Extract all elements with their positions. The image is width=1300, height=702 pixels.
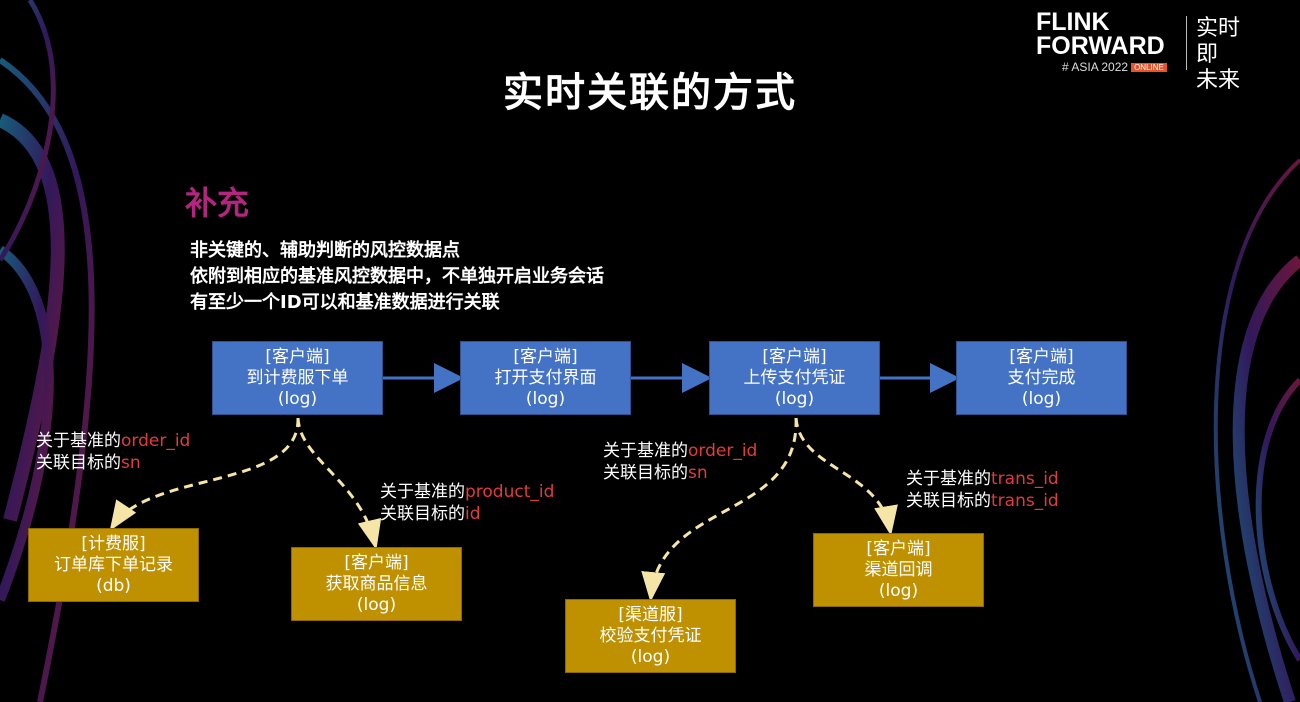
box-label: 获取商品信息 [325, 573, 428, 594]
box-tag: [客户端] [265, 346, 330, 367]
logo-line2: FORWARD [1036, 32, 1165, 60]
logo-divider [1186, 16, 1187, 70]
logo-online-badge: ONLINE [1131, 63, 1167, 73]
relation-arrow [641, 417, 798, 602]
slide-title: 实时关联的方式 [503, 70, 797, 116]
note-id: trans_id [991, 491, 1059, 511]
box-label: 上传支付凭证 [743, 367, 846, 388]
box-type: (log) [774, 388, 815, 409]
box-tag: [客户端] [1009, 346, 1074, 367]
box-tag: [客户端] [513, 346, 578, 367]
note-prefix: 关于基准的 [603, 441, 688, 461]
logo-slogan: 实时即 未来 [1196, 16, 1256, 94]
note-id: trans_id [991, 469, 1059, 489]
logo-slogan-line1: 实时即 [1196, 16, 1241, 67]
box-label: 校验支付凭证 [599, 625, 702, 646]
bullet-item: 依附到相应的基准风控数据中，不单独开启业务会话 [190, 266, 604, 287]
supplement-box-product-info: [客户端] 获取商品信息 (log) [291, 547, 462, 621]
note-line1: 关于基准的trans_id [906, 468, 1059, 490]
note-id: id [465, 504, 481, 524]
note-prefix: 关联目标的 [603, 463, 688, 483]
logo-event-text: # ASIA 2022 [1062, 60, 1129, 74]
box-type: (log) [878, 580, 919, 601]
box-type: (log) [630, 646, 671, 667]
box-label: 支付完成 [1007, 367, 1076, 388]
logo-line1: FLINK [1036, 8, 1110, 36]
note-line1: 关于基准的order_id [36, 430, 190, 452]
relation-arrow [296, 417, 382, 550]
flow-box-payment-done: [客户端] 支付完成 (log) [956, 341, 1127, 415]
relation-note: 关于基准的product_id 关联目标的id [380, 481, 554, 525]
box-type: (log) [525, 388, 566, 409]
box-label: 打开支付界面 [494, 367, 597, 388]
box-tag: [客户端] [344, 552, 409, 573]
supplement-box-channel-callback: [客户端] 渠道回调 (log) [813, 533, 984, 607]
box-tag: [计费服] [81, 533, 146, 554]
note-line1: 关于基准的product_id [380, 481, 554, 503]
supplement-box-order-db: [计费服] 订单库下单记录 (db) [28, 528, 199, 602]
note-line2: 关联目标的trans_id [906, 490, 1059, 512]
note-id: product_id [465, 482, 555, 502]
relation-note: 关于基准的order_id 关联目标的sn [36, 430, 190, 474]
box-type: (log) [1021, 388, 1062, 409]
flow-box-place-order: [客户端] 到计费服下单 (log) [212, 341, 383, 415]
bullet-item: 有至少一个ID可以和基准数据进行关联 [190, 292, 500, 313]
box-label: 渠道回调 [864, 559, 933, 580]
note-line2: 关联目标的sn [603, 462, 757, 484]
box-type: (log) [356, 594, 397, 615]
note-prefix: 关联目标的 [906, 491, 991, 511]
note-line1: 关于基准的order_id [603, 440, 757, 462]
note-id: sn [688, 463, 708, 483]
flow-box-upload-voucher: [客户端] 上传支付凭证 (log) [709, 341, 880, 415]
box-tag: [客户端] [866, 538, 931, 559]
note-line2: 关联目标的id [380, 503, 554, 525]
relation-arrow [109, 417, 300, 531]
relation-note: 关于基准的order_id 关联目标的sn [603, 440, 757, 484]
section-subtitle: 补充 [185, 184, 250, 222]
note-prefix: 关于基准的 [36, 431, 121, 451]
box-label: 到计费服下单 [246, 367, 349, 388]
box-type: (log) [277, 388, 318, 409]
note-id: order_id [121, 431, 191, 451]
note-id: sn [121, 453, 141, 473]
supplement-box-verify-voucher: [渠道服] 校验支付凭证 (log) [565, 599, 736, 673]
box-tag: [渠道服] [618, 604, 683, 625]
relation-note: 关于基准的trans_id 关联目标的trans_id [906, 468, 1059, 512]
note-prefix: 关联目标的 [36, 453, 121, 473]
note-prefix: 关联目标的 [380, 504, 465, 524]
note-line2: 关联目标的sn [36, 452, 190, 474]
bullet-list: 非关键的、辅助判断的风控数据点 依附到相应的基准风控数据中，不单独开启业务会话 … [190, 238, 604, 316]
box-label: 订单库下单记录 [54, 554, 173, 575]
note-prefix: 关于基准的 [380, 482, 465, 502]
box-tag: [客户端] [762, 346, 827, 367]
relation-arrow [794, 417, 898, 536]
bullet-item: 非关键的、辅助判断的风控数据点 [190, 240, 460, 261]
note-id: order_id [688, 441, 758, 461]
logo-slogan-line2: 未来 [1196, 68, 1241, 93]
note-prefix: 关于基准的 [906, 469, 991, 489]
box-type: (db) [96, 575, 131, 596]
flow-box-open-payment: [客户端] 打开支付界面 (log) [460, 341, 631, 415]
